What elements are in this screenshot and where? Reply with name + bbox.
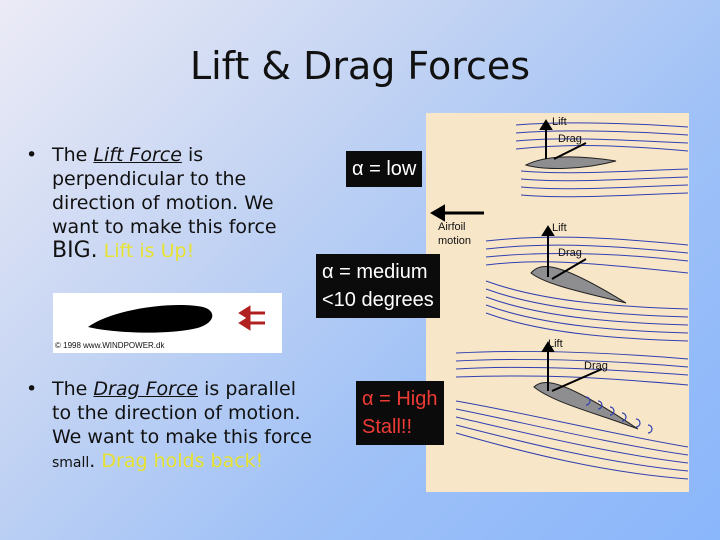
- airfoil-icon: [88, 305, 265, 333]
- emphasis-big: BIG: [52, 238, 91, 263]
- drag-label-3: Drag: [584, 360, 608, 372]
- stall-text: Stall!!: [362, 416, 413, 438]
- alpha-low-label: α = low: [346, 151, 423, 187]
- bullet-dot: •: [26, 144, 38, 166]
- drag-label-2: Drag: [558, 247, 582, 259]
- drag-holds-back-note: Drag holds back!: [95, 450, 264, 472]
- alpha-high-text: α = High: [362, 388, 438, 410]
- bullet-drag: • The Drag Force is parallel to the dire…: [26, 377, 317, 475]
- bullet-text: is parallel to the direction of motion. …: [52, 378, 312, 448]
- bullet-text: The: [52, 378, 94, 400]
- lift-force-term: Lift Force: [93, 144, 182, 166]
- bullet-text: The: [52, 144, 94, 166]
- bullet-period: .: [89, 450, 96, 472]
- bullet-dot: •: [26, 378, 38, 400]
- alpha-medium-degrees: <10 degrees: [322, 289, 434, 311]
- emphasis-small: small: [52, 455, 90, 471]
- lift-label: Lift: [552, 116, 567, 128]
- alpha-low-text: α = low: [352, 158, 417, 180]
- drag-label: Drag: [558, 133, 582, 145]
- alpha-medium-label: α = medium <10 degrees: [316, 254, 440, 318]
- drag-force-term: Drag Force: [93, 378, 199, 400]
- airfoil-motion-label-2: motion: [438, 235, 471, 247]
- slide-title: Lift & Drag Forces: [189, 44, 531, 88]
- airfoil-image: © 1998 www.WINDPOWER.dk: [53, 293, 282, 353]
- flow-diagram-svg: Lift Drag Airfoil motion Lift Drag Lift …: [430, 116, 689, 480]
- bullet-period: .: [90, 238, 98, 263]
- airfoil-motion-label-1: Airfoil: [438, 221, 466, 233]
- alpha-high-label: α = High Stall!!: [356, 381, 444, 445]
- lift-is-up-note: Lift is Up!: [97, 240, 195, 262]
- bullet-lift: • The Lift Force is perpendicular to the…: [26, 143, 302, 263]
- bullet-text: is perpendicular to the direction of mot…: [52, 144, 277, 238]
- alpha-medium-text: α = medium: [322, 261, 428, 283]
- airfoil-flow-diagram: Lift Drag Airfoil motion Lift Drag Lift …: [426, 113, 689, 492]
- lift-label-2: Lift: [552, 222, 567, 234]
- image-caption: © 1998 www.WINDPOWER.dk: [55, 341, 165, 350]
- lift-label-3: Lift: [548, 338, 563, 350]
